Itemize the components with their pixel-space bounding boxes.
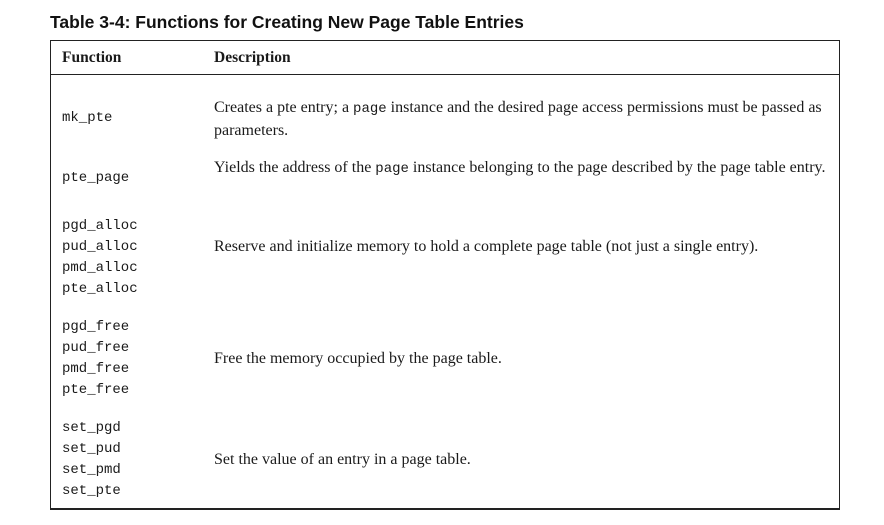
function-name: set_pgd <box>62 420 121 436</box>
row-description: Yields the address of the page instance … <box>214 157 834 180</box>
desc-text: Creates a pte entry; a <box>214 99 354 116</box>
function-name: pte_alloc <box>62 281 138 297</box>
row-description: Reserve and initialize memory to hold a … <box>214 238 759 255</box>
header-description: Description <box>214 49 291 66</box>
function-name: pud_free <box>62 340 130 356</box>
functions-table: Function Description mk_pte Creates a pt… <box>50 40 840 510</box>
function-name: set_pmd <box>62 462 121 478</box>
function-name: pte_page <box>62 170 130 186</box>
table-header-row: Function Description <box>51 41 839 75</box>
function-name: pmd_alloc <box>62 260 138 276</box>
function-name: pmd_free <box>62 361 130 377</box>
desc-code-term: page <box>375 161 409 177</box>
row-description: Free the memory occupied by the page tab… <box>214 350 502 367</box>
function-name: mk_pte <box>62 110 113 126</box>
row-description: Set the value of an entry in a page tabl… <box>214 451 471 468</box>
row-description: Creates a pte entry; a page instance and… <box>214 97 834 141</box>
header-function: Function <box>62 49 122 66</box>
table-caption: Table 3-4: Functions for Creating New Pa… <box>50 12 524 32</box>
function-name: pud_alloc <box>62 239 138 255</box>
function-name: pte_free <box>62 382 130 398</box>
function-name: pgd_alloc <box>62 218 138 234</box>
desc-text: instance and the desired page access per… <box>214 99 822 139</box>
desc-code-term: page <box>353 101 387 117</box>
desc-text: instance belonging to the page described… <box>408 159 826 176</box>
function-name: set_pte <box>62 483 121 499</box>
function-name: pgd_free <box>62 319 130 335</box>
function-name: set_pud <box>62 441 121 457</box>
desc-text: Yields the address of the <box>214 159 376 176</box>
